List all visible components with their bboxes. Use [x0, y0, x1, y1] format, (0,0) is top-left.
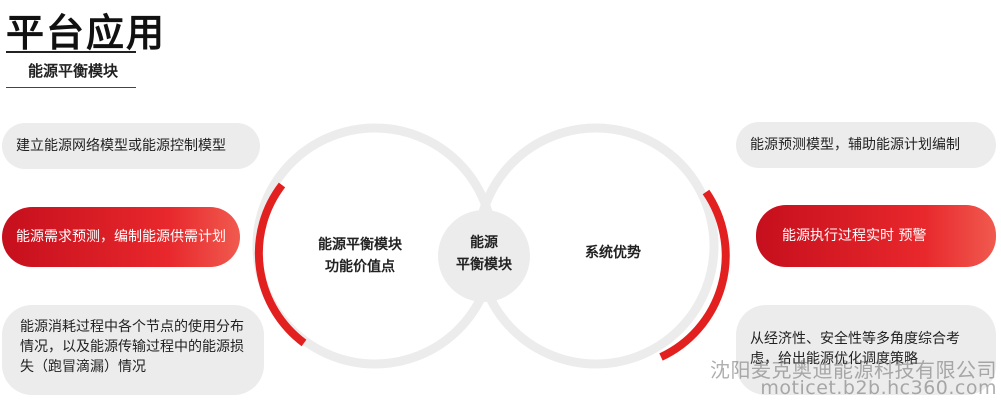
right-ring-red-arc: [659, 189, 730, 361]
right-item-2-text: 能源执行过程实时 预警: [782, 228, 927, 244]
page-title: 平台应用: [6, 11, 167, 55]
watermark-url: moticet.b2b.hc360.com: [760, 377, 997, 399]
section-subtitle: 能源平衡模块: [28, 62, 119, 80]
left-item-3-text: 能源消耗过程中各个节点的使用分布情况，以及能源传输过程中的能源损失（跑冒滴漏）情…: [20, 319, 244, 375]
right-item-3: 从经济性、安全性等多角度综合考虑，给出能源优化调度策略: [736, 305, 996, 395]
left-item-2: 能源需求预测，编制能源供需计划: [2, 207, 240, 267]
left-item-3: 能源消耗过程中各个节点的使用分布情况，以及能源传输过程中的能源损失（跑冒滴漏）情…: [2, 305, 264, 395]
watermark-company: 沈阳麦克奥迪能源科技有限公司: [710, 358, 997, 382]
right-circle-label: 系统优势: [585, 245, 641, 261]
left-circle-label: 能源平衡模块 功能价值点: [318, 237, 402, 275]
center-circle: [438, 210, 530, 302]
right-item-1-text: 能源预测模型，辅助能源计划编制: [750, 137, 960, 153]
right-item-1: 能源预测模型，辅助能源计划编制: [736, 122, 996, 168]
left-item-1: 建立能源网络模型或能源控制模型: [2, 123, 260, 169]
left-ring-red-arc: [254, 182, 307, 347]
title-divider: [6, 51, 136, 53]
center-label: 能源 平衡模块: [456, 235, 512, 273]
right-item-3-text: 从经济性、安全性等多角度综合考虑，给出能源优化调度策略: [750, 331, 960, 367]
left-item-2-text: 能源需求预测，编制能源供需计划: [16, 229, 226, 245]
right-item-2: 能源执行过程实时 预警: [756, 205, 996, 267]
subtitle-divider: [6, 87, 136, 88]
left-item-1-text: 建立能源网络模型或能源控制模型: [16, 138, 226, 154]
